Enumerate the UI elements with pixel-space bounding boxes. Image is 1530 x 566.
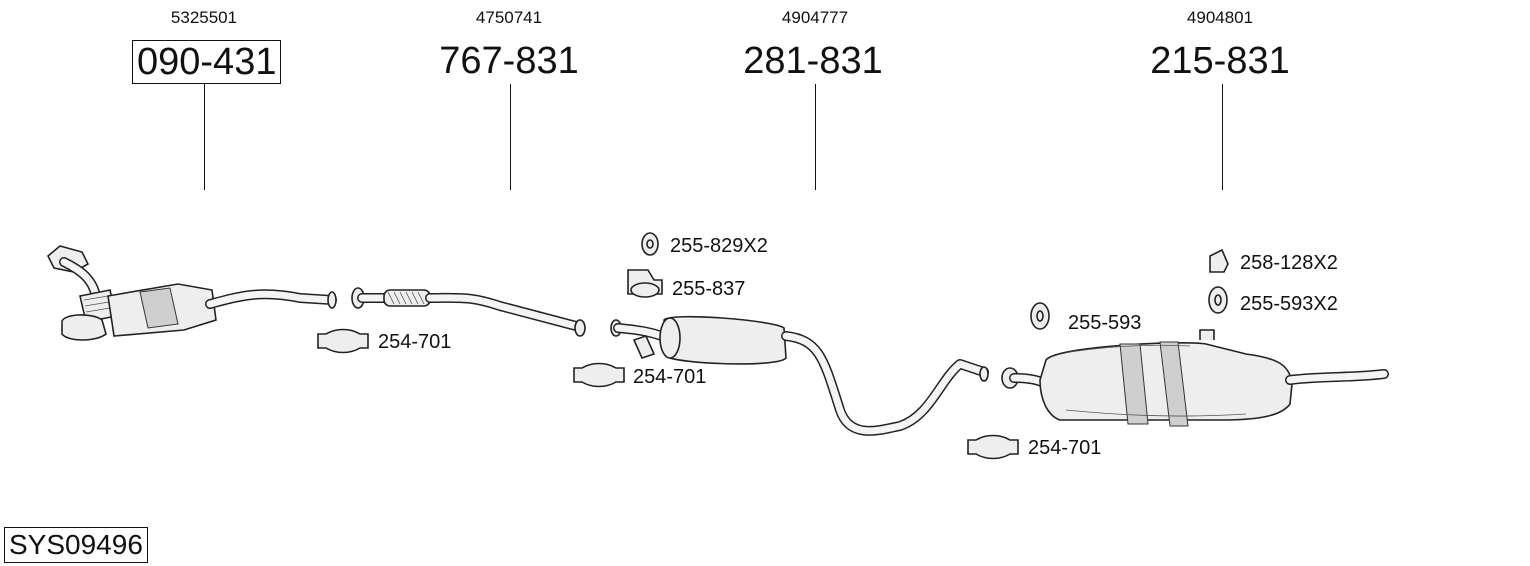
leader-line-1 (204, 84, 205, 190)
leader-line-2 (510, 84, 511, 190)
part-number-1[interactable]: 090-431 (132, 40, 282, 84)
part-number-3[interactable]: 281-831 (743, 40, 883, 82)
front-silencer-icon[interactable] (610, 315, 989, 436)
rear-silencer-icon[interactable] (1001, 329, 1389, 427)
oe-number-2: 4750741 (475, 8, 543, 27)
bracket-icon (627, 248, 1229, 298)
clamp-label-2[interactable]: 254-701 (633, 366, 707, 388)
oe-number-3: 4904777 (781, 8, 849, 27)
bracket-label-1[interactable]: 255-837 (672, 278, 746, 300)
rubber-mount-label-3[interactable]: 255-593X2 (1240, 293, 1338, 315)
oe-number-1: 5325501 (170, 8, 238, 27)
clamp-label-3[interactable]: 254-701 (1028, 437, 1102, 459)
clamp-label-1[interactable]: 254-701 (378, 331, 452, 353)
catalytic-converter-icon[interactable] (47, 245, 337, 341)
part-number-4[interactable]: 215-831 (1150, 40, 1290, 82)
rubber-mount-label-2[interactable]: 255-593 (1068, 312, 1142, 334)
part-number-2[interactable]: 767-831 (439, 40, 579, 82)
oe-number-4: 4904801 (1186, 8, 1254, 27)
system-number: SYS09496 (4, 527, 148, 563)
rubber-mount-icon (641, 232, 1228, 330)
bracket-label-2[interactable]: 258-128X2 (1240, 252, 1338, 274)
clamp-icon (317, 328, 1019, 460)
leader-line-3 (815, 84, 816, 190)
leader-line-4 (1222, 84, 1223, 190)
rubber-mount-label-1[interactable]: 255-829X2 (670, 235, 768, 257)
intermediate-pipe-icon[interactable] (351, 287, 586, 337)
